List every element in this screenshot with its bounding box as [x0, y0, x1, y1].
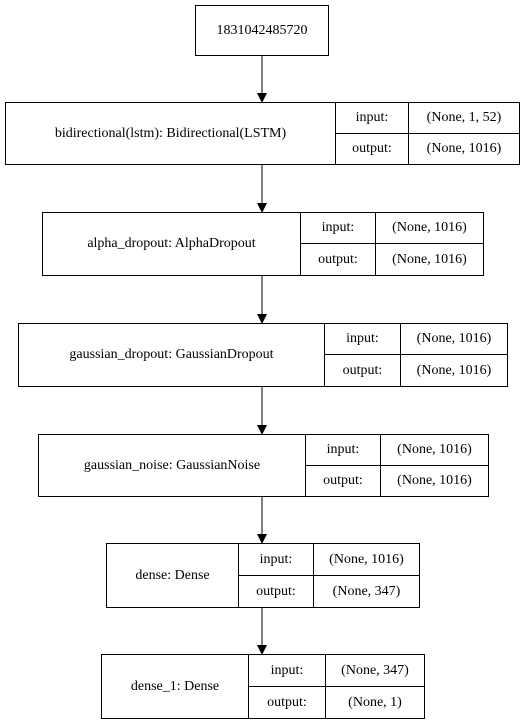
- layer-alpha-dropout: alpha_dropout: AlphaDropout input: (None…: [42, 212, 484, 276]
- layer-dense: dense: Dense input: (None, 1016) output:…: [106, 543, 420, 608]
- output-shape: (None, 1): [325, 686, 425, 719]
- model-root-label: 1831042485720: [216, 22, 308, 38]
- output-label: output:: [305, 465, 381, 497]
- layer-name: gaussian_dropout: GaussianDropout: [18, 323, 325, 387]
- output-shape: (None, 1016): [408, 133, 520, 165]
- output-shape: (None, 347): [313, 575, 420, 608]
- output-label: output:: [238, 575, 314, 608]
- input-label: input:: [335, 102, 409, 134]
- layer-name: dense: Dense: [106, 543, 239, 608]
- input-label: input:: [324, 323, 401, 355]
- layer-dense-1: dense_1: Dense input: (None, 347) output…: [101, 654, 425, 719]
- input-shape: (None, 1016): [313, 543, 420, 576]
- output-label: output:: [335, 133, 409, 165]
- output-shape: (None, 1016): [400, 354, 508, 387]
- output-shape: (None, 1016): [380, 465, 489, 497]
- output-label: output:: [324, 354, 401, 387]
- input-shape: (None, 347): [325, 654, 425, 687]
- output-label: output:: [248, 686, 326, 719]
- output-shape: (None, 1016): [375, 243, 484, 276]
- layer-name: gaussian_noise: GaussianNoise: [38, 434, 306, 497]
- input-shape: (None, 1016): [375, 212, 484, 244]
- layer-name: dense_1: Dense: [101, 654, 249, 719]
- input-shape: (None, 1, 52): [408, 102, 520, 134]
- input-shape: (None, 1016): [380, 434, 489, 466]
- input-label: input:: [300, 212, 376, 244]
- input-label: input:: [248, 654, 326, 687]
- layer-name: alpha_dropout: AlphaDropout: [42, 212, 301, 276]
- input-label: input:: [238, 543, 314, 576]
- input-label: input:: [305, 434, 381, 466]
- output-label: output:: [300, 243, 376, 276]
- input-shape: (None, 1016): [400, 323, 508, 355]
- layer-gaussian-dropout: gaussian_dropout: GaussianDropout input:…: [18, 323, 508, 387]
- layer-bidirectional-lstm: bidirectional(lstm): Bidirectional(LSTM)…: [5, 102, 520, 165]
- layer-gaussian-noise: gaussian_noise: GaussianNoise input: (No…: [38, 434, 489, 497]
- model-root-node: 1831042485720: [195, 5, 329, 56]
- layer-name: bidirectional(lstm): Bidirectional(LSTM): [5, 102, 336, 165]
